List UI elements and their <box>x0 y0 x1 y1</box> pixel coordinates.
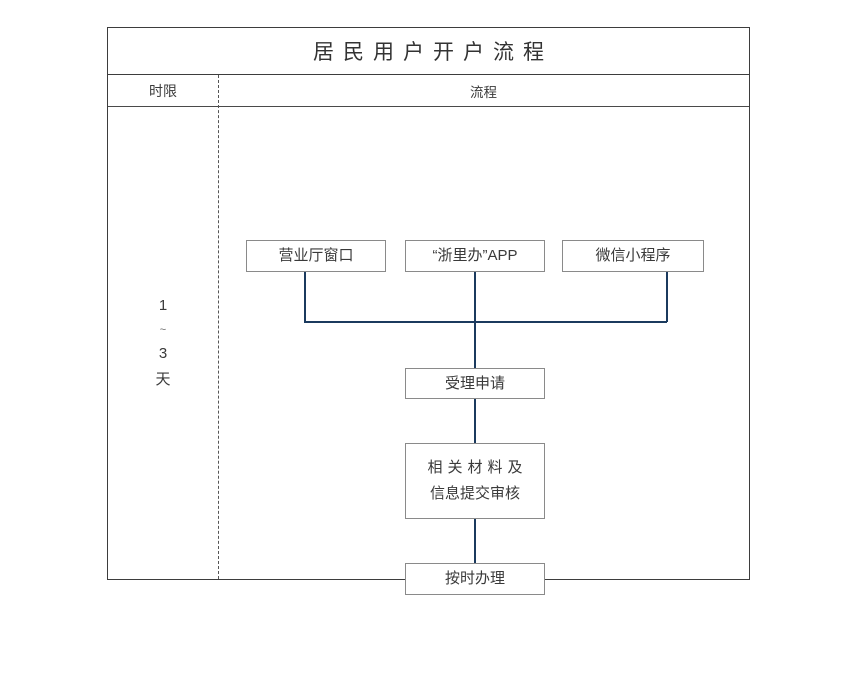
column-divider <box>218 75 219 579</box>
duration-unit: 天 <box>155 371 171 388</box>
flow-node-process-on-time[interactable]: 按时办理 <box>405 563 545 595</box>
connector-entry-app-down <box>474 272 476 322</box>
connector-accept-to-material <box>474 399 476 443</box>
flow-node-service-hall-window[interactable]: 营业厅窗口 <box>246 240 386 272</box>
flow-node-label: 微信小程序 <box>595 247 671 264</box>
flow-node-zhelaban-app[interactable]: “浙里办”APP <box>405 240 545 272</box>
column-header-duration: 时限 <box>149 82 177 99</box>
connector-merge-bus <box>304 321 667 323</box>
duration-value-max: 3 <box>158 345 168 362</box>
column-header-flow: 流程 <box>470 84 497 100</box>
column-header-row: 时限 流程 <box>108 75 749 107</box>
flow-node-submit-materials-review[interactable]: 相关材料及 信息提交审核 <box>405 443 545 519</box>
flow-node-label: “浙里办”APP <box>432 247 518 264</box>
flow-node-label: 营业厅窗口 <box>278 247 354 264</box>
page-title: 居民用户开户流程 <box>313 41 553 64</box>
flowchart-table: 居民用户开户流程 时限 流程 1 ~ 3 天 营业厅窗口 “浙里办”APP <box>107 27 750 595</box>
duration-cell: 1 ~ 3 天 <box>108 107 218 579</box>
flow-node-label-line2: 信息提交审核 <box>429 485 520 502</box>
connector-material-to-handle <box>474 519 476 563</box>
flow-node-wechat-miniprogram[interactable]: 微信小程序 <box>562 240 704 272</box>
flow-node-label: 受理申请 <box>444 374 505 392</box>
flow-node-label: 按时办理 <box>444 570 505 587</box>
table-body: 1 ~ 3 天 营业厅窗口 “浙里办”APP 微信小程序 受理申请 相关材料及 … <box>108 107 749 595</box>
title-row: 居民用户开户流程 <box>108 28 749 75</box>
duration-separator: ~ <box>159 324 167 336</box>
connector-entry-window-down <box>304 272 306 322</box>
flow-node-accept-application[interactable]: 受理申请 <box>405 368 545 399</box>
duration-value-min: 1 <box>158 297 168 314</box>
connector-bus-to-accept <box>474 321 476 368</box>
connector-entry-wechat-down <box>666 272 668 322</box>
flow-node-label-line1: 相关材料及 <box>427 459 528 476</box>
